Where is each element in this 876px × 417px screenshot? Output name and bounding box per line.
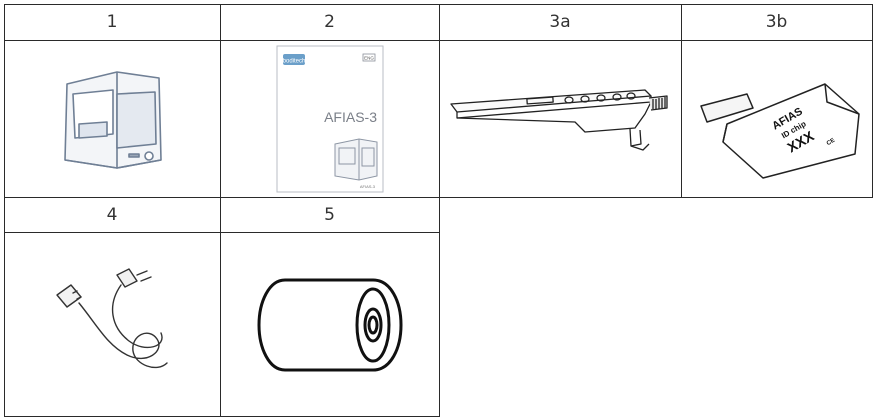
manual-title: AFIAS-3 bbox=[324, 109, 377, 125]
image-cell-2: boditech ENG AFIAS-3 AFIAS-3 bbox=[220, 40, 439, 197]
grid-line-col2 bbox=[439, 4, 440, 417]
image-cell-5 bbox=[220, 232, 439, 417]
grid-line-row1 bbox=[4, 40, 872, 41]
image-cell-3b: AFIAS ID chip XXX CE bbox=[681, 40, 872, 197]
grid-line-col0 bbox=[4, 4, 5, 417]
grid-line-col1 bbox=[220, 4, 221, 417]
cartridge-holder-icon bbox=[450, 88, 668, 151]
header-cell-1: 1 bbox=[4, 4, 220, 40]
header-cell-5: 5 bbox=[220, 197, 439, 232]
header-cell-3a: 3a bbox=[439, 4, 681, 40]
header-label-1: 1 bbox=[106, 12, 118, 32]
manual-badge: ENG bbox=[364, 55, 374, 60]
image-cell-4 bbox=[4, 232, 220, 417]
printer-paper-roll-icon bbox=[257, 278, 402, 371]
analyzer-device-icon bbox=[64, 70, 162, 169]
grid-line-row2 bbox=[4, 197, 872, 198]
header-label-3a: 3a bbox=[549, 12, 571, 32]
id-chip-icon: AFIAS ID chip XXX CE bbox=[699, 82, 860, 179]
power-cord-icon bbox=[56, 267, 168, 368]
chip-badge: CE bbox=[825, 137, 835, 146]
grid-line-row3 bbox=[4, 232, 439, 233]
user-manual-booklet: boditech ENG AFIAS-3 AFIAS-3 bbox=[276, 45, 383, 192]
grid-line-top bbox=[4, 4, 872, 5]
header-label-3b: 3b bbox=[765, 12, 788, 32]
header-label-4: 4 bbox=[106, 204, 118, 225]
manual-footer: AFIAS-3 bbox=[359, 184, 375, 189]
header-cell-2: 2 bbox=[220, 4, 439, 40]
header-label-5: 5 bbox=[324, 204, 335, 225]
header-cell-4: 4 bbox=[4, 197, 220, 232]
image-cell-1 bbox=[4, 40, 220, 197]
manual-brand: boditech bbox=[282, 58, 305, 64]
image-cell-3a bbox=[439, 40, 681, 197]
header-label-2: 2 bbox=[324, 12, 335, 32]
grid-line-col3 bbox=[681, 4, 682, 198]
header-cell-3b: 3b bbox=[681, 4, 872, 40]
grid-line-col4 bbox=[872, 4, 873, 198]
